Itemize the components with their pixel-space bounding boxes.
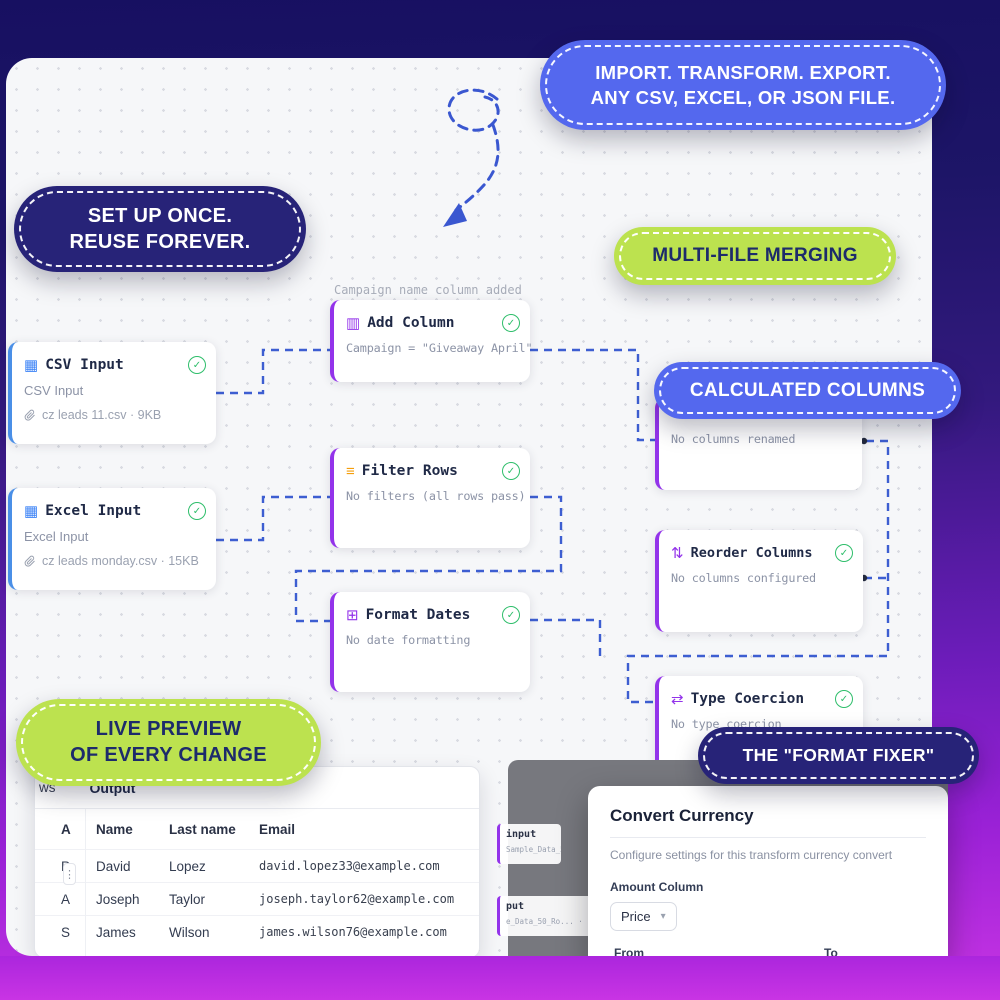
node-title: Reorder Columns	[690, 545, 813, 561]
table-header-row: A Name Last name Email	[35, 809, 479, 849]
badge-line: SET UP ONCE.	[87, 204, 233, 227]
calendar-icon: ⊞	[346, 606, 359, 624]
node-title: CSV Input	[45, 357, 124, 373]
columns-icon: ▥	[346, 314, 361, 332]
paperclip-icon	[24, 409, 35, 421]
cell-email: david.lopez33@example.com	[259, 859, 440, 873]
node-title: Excel Input	[45, 503, 142, 519]
check-circle-icon: ✓	[188, 502, 206, 520]
node-annotation: Campaign name column added	[334, 283, 522, 297]
badge-line: OF EVERY CHANGE	[70, 744, 267, 766]
check-circle-icon: ✓	[502, 462, 520, 480]
output-preview-panel: ws Output A Name Last name Email P David…	[34, 766, 480, 958]
background-node-fragment: input Sample_Data_50_Ro...	[497, 824, 561, 864]
badge-setup-once: SET UP ONCE. REUSE FOREVER.	[14, 186, 306, 272]
node-subtitle: No columns renamed	[671, 432, 796, 446]
drag-handle[interactable]: ⋮	[63, 863, 76, 885]
amount-column-label: Amount Column	[610, 880, 704, 894]
node-excel-input[interactable]: ▦ Excel Input ✓ Excel Input cz leads mon…	[8, 488, 216, 590]
table-row: A Joseph Taylor joseph.taylor62@example.…	[35, 882, 479, 915]
node-subtitle: Excel Input	[24, 529, 89, 544]
col-header-cut: A	[61, 821, 71, 837]
check-circle-icon: ✓	[502, 314, 520, 332]
badge-import-transform-export: IMPORT. TRANSFORM. EXPORT. ANY CSV, EXCE…	[540, 40, 946, 130]
table-icon: ▦	[24, 502, 39, 520]
node-format-dates[interactable]: ⊞ Format Dates ✓ No date formatting	[330, 592, 530, 692]
paperclip-icon	[24, 555, 35, 567]
convert-currency-modal: Convert Currency Configure settings for …	[588, 786, 948, 964]
check-circle-icon: ✓	[835, 544, 853, 562]
badge-line: IMPORT. TRANSFORM. EXPORT.	[595, 61, 891, 83]
cell-lastname: Wilson	[169, 924, 210, 940]
cell-lastname: Lopez	[169, 858, 206, 874]
chevron-down-icon: ▾	[660, 911, 666, 922]
check-circle-icon: ✓	[502, 606, 520, 624]
badge-line: MULTI-FILE MERGING	[652, 245, 858, 266]
up-down-arrows-icon: ⇅	[671, 544, 684, 562]
table-row: P David Lopez david.lopez33@example.com	[35, 849, 479, 882]
column-divider	[85, 809, 86, 957]
table-row: S James Wilson james.wilson76@example.co…	[35, 915, 479, 948]
cell-name: David	[96, 858, 131, 874]
badge-live-preview: LIVE PREVIEW OF EVERY CHANGE	[16, 699, 321, 786]
badge-line: ANY CSV, EXCEL, OR JSON FILE.	[590, 86, 896, 108]
node-subtitle: No columns configured	[671, 571, 816, 585]
node-subtitle: No filters (all rows pass)	[346, 489, 526, 503]
badge-calculated-columns: CALCULATED COLUMNS	[654, 362, 961, 419]
node-subtitle: Campaign = "Giveaway April"	[346, 341, 533, 355]
badge-format-fixer: THE "FORMAT FIXER"	[698, 727, 979, 784]
node-title: Filter Rows	[361, 463, 458, 479]
table-icon: ▦	[24, 356, 39, 374]
badge-line: CALCULATED COLUMNS	[689, 379, 926, 401]
filter-icon: ≡	[346, 462, 355, 480]
bottom-gradient-band	[0, 956, 1000, 1000]
file-name: cz leads 11.csv · 9KB	[42, 408, 162, 422]
node-filter-rows[interactable]: ≡ Filter Rows ✓ No filters (all rows pas…	[330, 448, 530, 548]
cell-name: James	[96, 924, 136, 940]
badge-line: THE "FORMAT FIXER"	[742, 745, 935, 765]
modal-title: Convert Currency	[610, 806, 926, 838]
file-name: cz leads monday.csv · 15KB	[42, 554, 199, 568]
col-header-email: Email	[259, 821, 296, 837]
cell-name: Joseph	[96, 891, 140, 907]
node-subtitle: No date formatting	[346, 633, 471, 647]
cell-email: james.wilson76@example.com	[259, 925, 447, 939]
select-value: Price	[621, 909, 651, 924]
node-subtitle: CSV Input	[24, 383, 84, 398]
check-circle-icon: ✓	[188, 356, 206, 374]
node-csv-input[interactable]: ▦ CSV Input ✓ CSV Input cz leads 11.csv …	[8, 342, 216, 444]
background-node-fragment: put e_Data_50_Ro... · 150KB	[497, 896, 601, 936]
check-circle-icon: ✓	[835, 690, 853, 708]
swap-arrows-icon: ⇄	[671, 690, 684, 708]
node-add-column[interactable]: ▥ Add Column ✓ Campaign = "Giveaway Apri…	[330, 300, 533, 382]
cell-email: joseph.taylor62@example.com	[259, 892, 455, 906]
col-header-lastname: Last name	[169, 821, 236, 837]
badge-line: REUSE FOREVER.	[69, 230, 251, 253]
col-header-name: Name	[96, 821, 133, 837]
node-title: Add Column	[367, 315, 455, 331]
node-title: Format Dates	[365, 607, 471, 623]
node-reorder-columns[interactable]: ⇅ Reorder Columns ✓ No columns configure…	[655, 530, 863, 632]
cell-lastname: Taylor	[169, 891, 206, 907]
node-title: Type Coercion	[690, 691, 805, 707]
amount-column-select[interactable]: Price ▾	[610, 902, 677, 931]
badge-line: LIVE PREVIEW	[95, 718, 242, 740]
modal-subtitle: Configure settings for this transform cu…	[610, 848, 893, 862]
badge-multi-file-merging: MULTI-FILE MERGING	[614, 227, 896, 285]
